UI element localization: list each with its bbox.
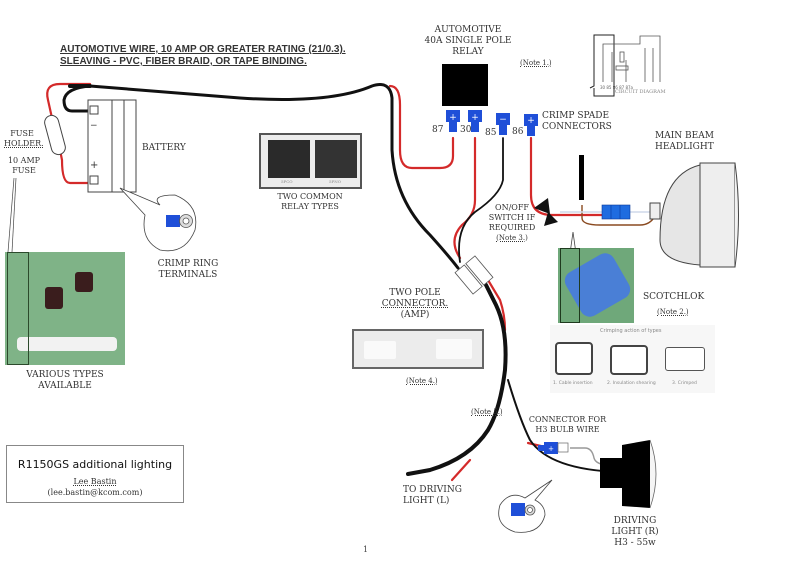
headlight-scotchlok (601, 204, 631, 220)
two-pole-connector-label: TWO POLE CONNECTOR. (AMP) (381, 288, 449, 320)
wire-relay-85 (458, 137, 504, 263)
driving-light-shape (600, 439, 657, 509)
credit-author: Lee Bastin (73, 477, 117, 486)
crimp-action-caption: Crimping action of types (600, 328, 662, 334)
spade-30: + (468, 110, 482, 132)
fuse-rating-label: 10 AMP FUSE (7, 156, 41, 175)
crimp-step-1-shape (555, 342, 593, 375)
pin-85-label: 85 (485, 128, 497, 138)
relay-circuit-diagram: 30 85 86 87 87a (589, 34, 661, 97)
battery-negative-sign: − (90, 121, 98, 131)
crimp-step-2: 2. Insulation shearing (607, 381, 656, 386)
relay-caption-5pco: 5PCO (281, 179, 293, 184)
battery-shape (87, 99, 137, 193)
fuse-pointer-lines (7, 177, 17, 253)
crimp-action-photo: Crimping action of types 1. Cable insert… (550, 325, 715, 393)
fuse-photo-blade (75, 272, 93, 292)
fuse-photo-inline (45, 287, 63, 309)
crimp-step-3: 3. Crimped (672, 381, 697, 386)
scotchlok-frame (560, 248, 580, 323)
h3-bulb-connector: + (538, 442, 569, 454)
spade-85: − (496, 113, 510, 135)
credit-box: R1150GS additional lighting Lee Bastin (… (6, 445, 184, 503)
svg-text:+: + (548, 445, 554, 453)
circuit-diagram-caption: CIRCUIT DIAGRAM (615, 89, 666, 95)
crimp-ring-label: CRIMP RING TERMINALS (157, 259, 219, 280)
note-2: (Note 2.) (657, 308, 689, 316)
switch-symbol (534, 198, 558, 226)
wire-battery-positive (56, 138, 94, 185)
relay-label: AUTOMOTIVE 40A SINGLE POLE RELAY (424, 25, 512, 57)
relay-photo-5pno (315, 140, 357, 178)
battery-label: BATTERY (142, 143, 186, 153)
crimp-ring-callout (119, 187, 197, 252)
svg-text:+: + (527, 116, 535, 126)
wire-battery-negative (62, 83, 460, 270)
pin-86-label: 86 (512, 127, 524, 137)
note-5: (Note 5.) (471, 408, 503, 416)
note-4: (Note 4.) (406, 377, 438, 385)
red-wires (46, 82, 608, 482)
wire-connector-out-black (406, 283, 508, 476)
two-pole-connector-shape (454, 255, 494, 295)
svg-text:+: + (449, 113, 457, 123)
wire-relay-87 (388, 84, 455, 170)
switch-label: ON/OFF SWITCH IF REQUIRED (Note 3.) (488, 203, 536, 242)
battery-positive-sign: + (90, 160, 98, 171)
wire-branch-right (507, 379, 633, 473)
fuse-photo-white (17, 337, 117, 351)
wire-headlight-tap (581, 205, 656, 226)
relay-photo-5pco (268, 140, 310, 178)
relay-caption-5pno: 5PNO (329, 179, 342, 184)
note-1: (Note 1.) (520, 59, 552, 67)
various-types-label: VARIOUS TYPES AVAILABLE (26, 370, 104, 391)
wire-spec-title: AUTOMOTIVE WIRE, 10 AMP OR GREATER RATIN… (60, 44, 346, 67)
relay-spade-connectors: + + − + (446, 110, 538, 136)
svg-text:30 85 86 87 87a: 30 85 86 87 87a (600, 85, 634, 90)
crimp-step-1: 1. Cable insertion (553, 381, 593, 386)
amp-connector-left (364, 341, 396, 359)
headlight-probe (579, 155, 584, 200)
amp-connector-photo (352, 329, 484, 369)
wire-left-light-red (450, 458, 472, 482)
spade-87: + (446, 110, 460, 132)
crimp-spade-label: CRIMP SPADE CONNECTORS (542, 111, 612, 132)
pin-87-label: 87 (432, 125, 444, 135)
wire-fuse-to-top (46, 82, 92, 120)
main-beam-label: MAIN BEAM HEADLIGHT (655, 131, 714, 152)
credit-title: R1150GS additional lighting (17, 458, 173, 471)
scotchlok-photo (558, 248, 634, 323)
crimp-step-2-shape (610, 345, 648, 375)
fuse-holder-label: FUSE HOLDER. (4, 129, 44, 148)
fuse-photo-frame (7, 252, 29, 365)
spade-86: + (524, 114, 538, 136)
amp-connector-right (436, 339, 472, 359)
relay-types-label: TWO COMMON RELAY TYPES (277, 192, 343, 211)
crimp-step-3-shape (665, 347, 705, 371)
bottom-spade-callout (498, 479, 553, 533)
relay-types-photo: 5PCO 5PNO (259, 133, 362, 189)
black-wires (62, 83, 633, 476)
wire-relay-30 (453, 136, 477, 260)
relay-body (442, 64, 488, 106)
driving-light-right-label: DRIVING LIGHT (R) H3 - 55w (611, 516, 659, 548)
svg-text:+: + (471, 113, 479, 123)
h3-connector-label: CONNECTOR FOR H3 BULB WIRE (528, 415, 607, 434)
page-number: 1 (363, 545, 369, 554)
pin-30-label: 30 (460, 125, 472, 135)
svg-text:−: − (499, 115, 507, 125)
to-driving-light-left-label: TO DRIVING LIGHT (L) (403, 485, 462, 506)
fuse-holder-shape (44, 114, 66, 156)
scotchlok-label: SCOTCHLOK (643, 292, 705, 302)
credit-email: (lee.bastin@kcom.com) (47, 488, 143, 497)
wire-relay-86 (529, 136, 608, 217)
main-beam-headlight-shape (649, 162, 739, 268)
fuse-types-photo (5, 252, 125, 365)
